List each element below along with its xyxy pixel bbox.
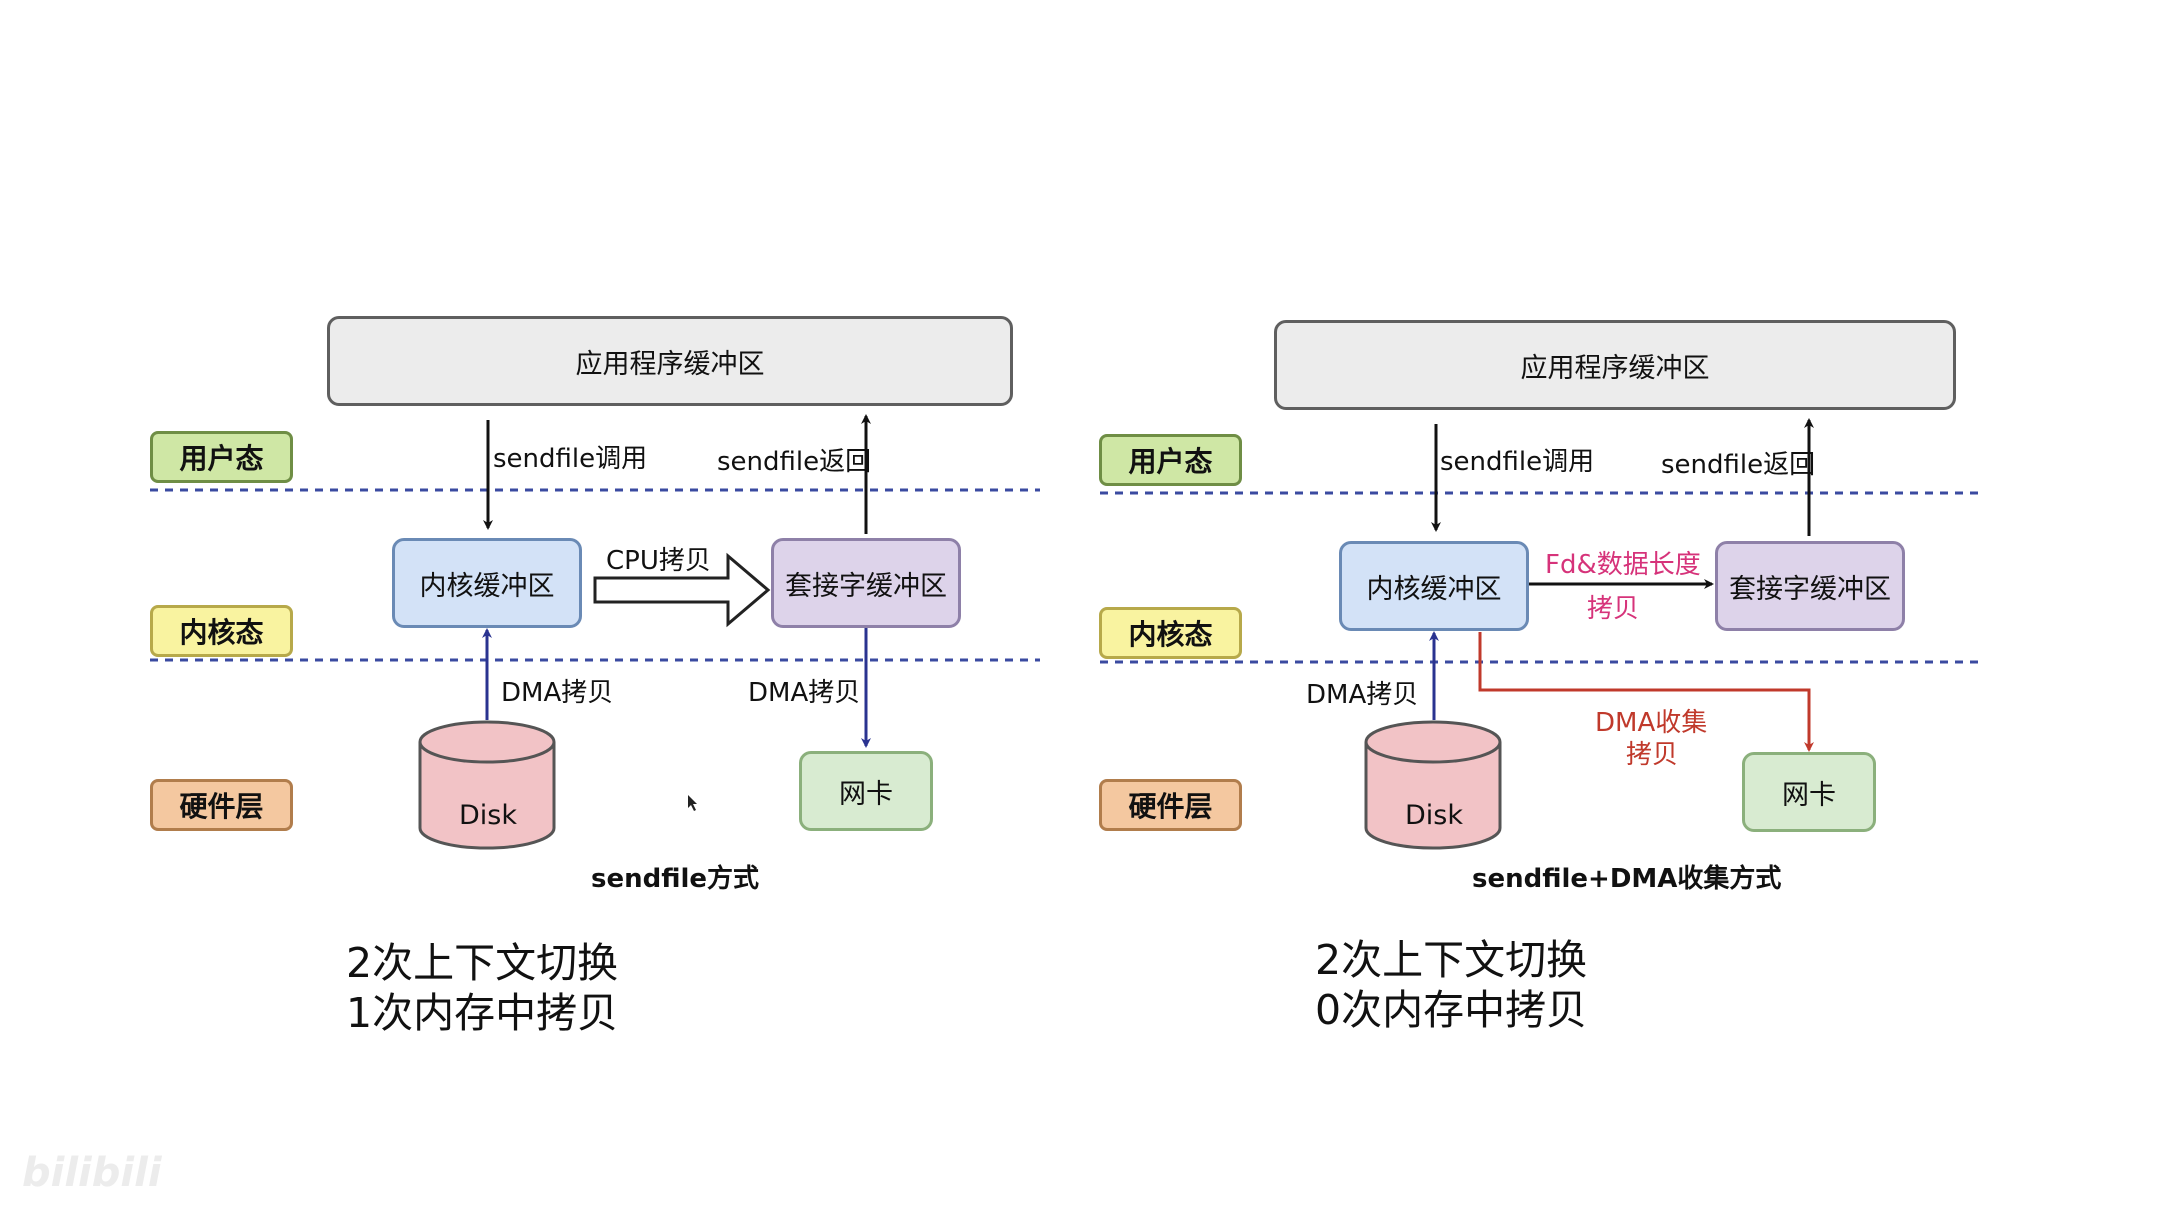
app-buffer-right: 应用程序缓冲区	[1274, 320, 1956, 410]
layer-badge-kernel-right: 内核态	[1099, 607, 1242, 659]
summary-right-line2: 0次内存中拷贝	[1315, 986, 1588, 1034]
layer-badge-hardware-left: 硬件层	[150, 779, 293, 831]
summary-left-line1: 2次上下文切换	[346, 939, 619, 987]
cpu-copy-arrow	[593, 552, 771, 628]
app-buffer-left: 应用程序缓冲区	[327, 316, 1013, 406]
sendfile-call-label-left: sendfile调用	[493, 444, 648, 474]
summary-right: 2次上下文切换 0次内存中拷贝	[1315, 935, 1587, 1035]
fd-copy-label-line2: 拷贝	[1587, 594, 1640, 624]
dma-copy-in-label-left: DMA拷贝	[501, 678, 614, 708]
disk-label-right: Disk	[1405, 800, 1463, 831]
nic-left: 网卡	[799, 751, 933, 831]
caption-left: sendfile方式	[591, 864, 760, 894]
kernel-buffer-left: 内核缓冲区	[392, 538, 582, 628]
cpu-copy-label: CPU拷贝	[606, 546, 711, 576]
layer-badge-user-right: 用户态	[1099, 434, 1242, 486]
dma-copy-in-label-right: DMA拷贝	[1306, 680, 1419, 710]
fd-copy-label-line1: Fd&数据长度	[1545, 550, 1701, 580]
sendfile-call-label-right: sendfile调用	[1440, 447, 1595, 477]
mouse-cursor-icon	[688, 795, 697, 811]
summary-right-line1: 2次上下文切换	[1315, 936, 1588, 984]
summary-left-line2: 1次内存中拷贝	[346, 989, 619, 1037]
dma-copy-out-label-left: DMA拷贝	[748, 678, 861, 708]
dma-gather-arrow	[1478, 632, 1814, 752]
sendfile-return-label-right: sendfile返回	[1661, 450, 1816, 480]
layer-badge-kernel-left: 内核态	[150, 605, 293, 657]
layer-badge-hardware-right: 硬件层	[1099, 779, 1242, 831]
disk-left	[418, 720, 556, 850]
layer-badge-user-left: 用户态	[150, 431, 293, 483]
dma-gather-label-line2: 拷贝	[1626, 740, 1679, 770]
disk-right	[1364, 720, 1502, 850]
caption-right: sendfile+DMA收集方式	[1472, 864, 1782, 894]
socket-buffer-left: 套接字缓冲区	[771, 538, 961, 628]
sendfile-return-label-left: sendfile返回	[717, 447, 872, 477]
dma-gather-label-line1: DMA收集	[1595, 708, 1708, 738]
disk-label-left: Disk	[459, 800, 517, 831]
summary-left: 2次上下文切换 1次内存中拷贝	[346, 938, 618, 1038]
bilibili-watermark: bilibili	[22, 1150, 162, 1196]
kernel-buffer-right: 内核缓冲区	[1339, 541, 1529, 631]
socket-buffer-right: 套接字缓冲区	[1715, 541, 1905, 631]
nic-right: 网卡	[1742, 752, 1876, 832]
